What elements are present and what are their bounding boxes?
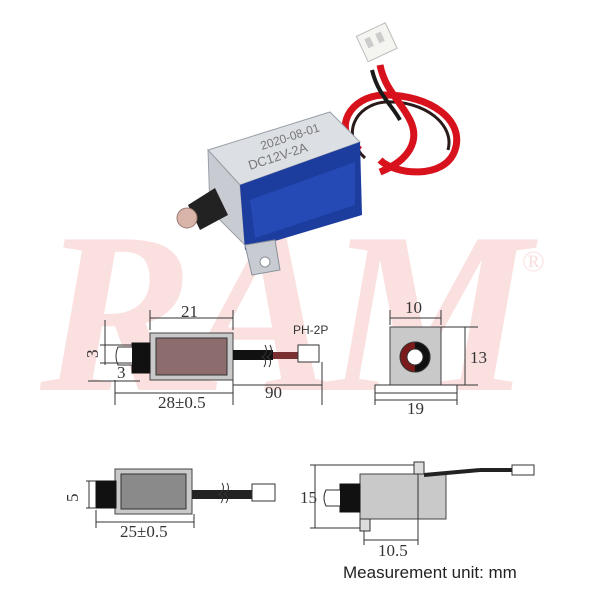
top-view-drawing xyxy=(310,461,535,545)
connector-type: PH-2P xyxy=(293,323,328,337)
dim-total-length: 28±0.5 xyxy=(158,393,206,412)
dim-plunger-dia: 3 xyxy=(83,350,102,359)
dim-top-height: 15 xyxy=(300,488,317,507)
dim-base-width: 19 xyxy=(407,399,424,418)
dim-body-length: 21 xyxy=(181,302,198,321)
end-view-drawing xyxy=(374,310,478,405)
registered-mark: ® xyxy=(522,245,545,278)
dim-end-width: 10 xyxy=(405,298,422,317)
solenoid-photo: DC12V-2A 2020-08-01 xyxy=(176,22,461,276)
dim-retracted-length: 25±0.5 xyxy=(120,522,168,541)
dim-plunger-ext: 3 xyxy=(117,363,126,382)
dim-wire-length: 90 xyxy=(265,383,282,402)
dim-retracted-dia: 5 xyxy=(63,494,82,503)
dim-end-height: 13 xyxy=(470,348,487,367)
retracted-view-drawing xyxy=(86,468,276,528)
side-view-drawing xyxy=(88,310,323,405)
measurement-unit-label: Measurement unit: mm xyxy=(343,563,517,582)
dim-mount-offset: 10.5 xyxy=(378,541,408,560)
